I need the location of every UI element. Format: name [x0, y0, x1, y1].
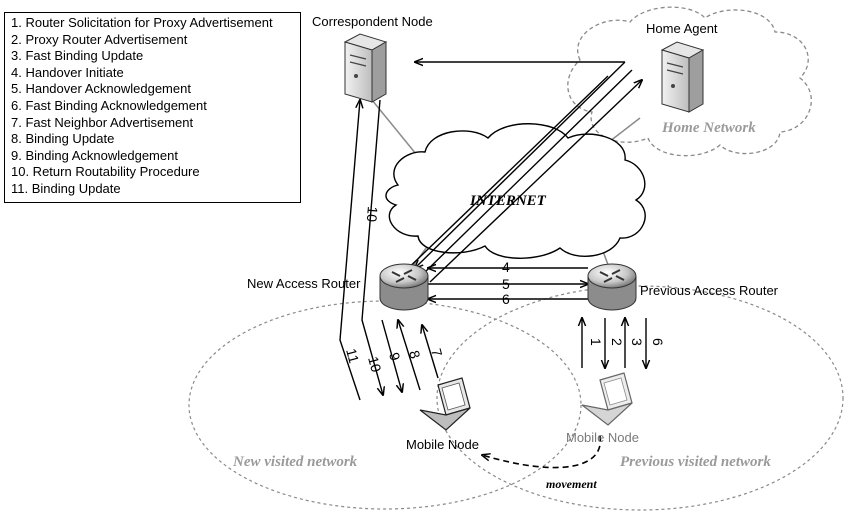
arrow-diag-4	[397, 75, 609, 279]
legend-item: 11. Binding Update	[11, 180, 121, 196]
legend-item: 9. Binding Acknowledgement	[11, 147, 178, 163]
home-agent-label: Home Agent	[646, 21, 718, 36]
new-visited-network-label: New visited network	[233, 454, 358, 470]
movement-label: movement	[546, 477, 597, 491]
arrow-label-4: 4	[502, 259, 510, 275]
movement-arrow	[482, 435, 602, 469]
arrow-label-3: 3	[629, 338, 645, 346]
arrow-label-8: 8	[406, 349, 424, 361]
mobile-node-previous-laptop-icon	[581, 372, 633, 426]
previous-access-router-icon	[587, 263, 637, 311]
correspondent-node-server-icon	[343, 33, 388, 103]
arrow-label-9: 9	[386, 351, 404, 363]
arrow-8	[398, 320, 421, 391]
arrow-diag-3	[429, 80, 642, 283]
legend-item: 10. Return Routability Procedure	[11, 164, 200, 180]
legend-item: 7. Fast Neighbor Advertisement	[11, 114, 194, 130]
arrow-label-6b: 6	[650, 338, 666, 346]
legend-item: 3. Fast Binding Update	[11, 48, 144, 64]
arrow-7	[422, 325, 439, 379]
mobile-node-new-label: Mobile Node	[406, 437, 479, 452]
arrow-label-10a: 10	[365, 355, 385, 374]
new-access-router-icon	[379, 263, 429, 311]
previous-visited-network-label: Previous visited network	[620, 454, 771, 470]
arrow-diag-2	[421, 69, 633, 276]
new-visited-network-ellipse	[188, 300, 582, 510]
legend-item: 8. Binding Update	[11, 131, 115, 147]
legend-item: 2. Proxy Router Advertisement	[11, 31, 188, 47]
legend-item: 1. Router Solicitation for Proxy Adverti…	[11, 15, 273, 30]
arrow-label-10b: 10	[364, 206, 381, 223]
previous-visited-network-ellipse	[436, 285, 844, 511]
correspondent-node-label: Correspondent Node	[312, 14, 433, 29]
legend-item: 6. Fast Binding Acknowledgement	[11, 97, 207, 113]
legend-box: 1. Router Solicitation for Proxy Adverti…	[4, 12, 301, 203]
previous-access-router-label: Previous Access Router	[640, 283, 779, 298]
arrow-10-path	[361, 99, 383, 395]
arrow-label-6: 6	[502, 291, 510, 307]
arrow-label-1: 1	[588, 338, 604, 346]
arrow-diag-1	[415, 61, 626, 268]
arrow-9	[381, 319, 402, 392]
mobile-node-previous-label: Mobile Node	[566, 430, 639, 445]
arrow-11-path	[339, 100, 360, 401]
arrow-label-11: 11	[343, 347, 362, 365]
home-agent-server-icon	[660, 41, 705, 113]
home-network-label: Home Network	[662, 120, 756, 136]
mobile-node-new-laptop-icon	[419, 377, 471, 431]
arrow-label-7: 7	[428, 347, 446, 359]
internet-cloud	[385, 123, 646, 259]
arrow-label-5: 5	[502, 276, 510, 292]
legend-item: 4. Handover Initiate	[11, 64, 124, 80]
internet-label: INTERNET	[470, 193, 546, 209]
new-access-router-label: New Access Router	[247, 276, 361, 291]
arrow-label-2: 2	[609, 338, 625, 346]
legend-item: 5. Handover Acknowledgement	[11, 81, 191, 97]
